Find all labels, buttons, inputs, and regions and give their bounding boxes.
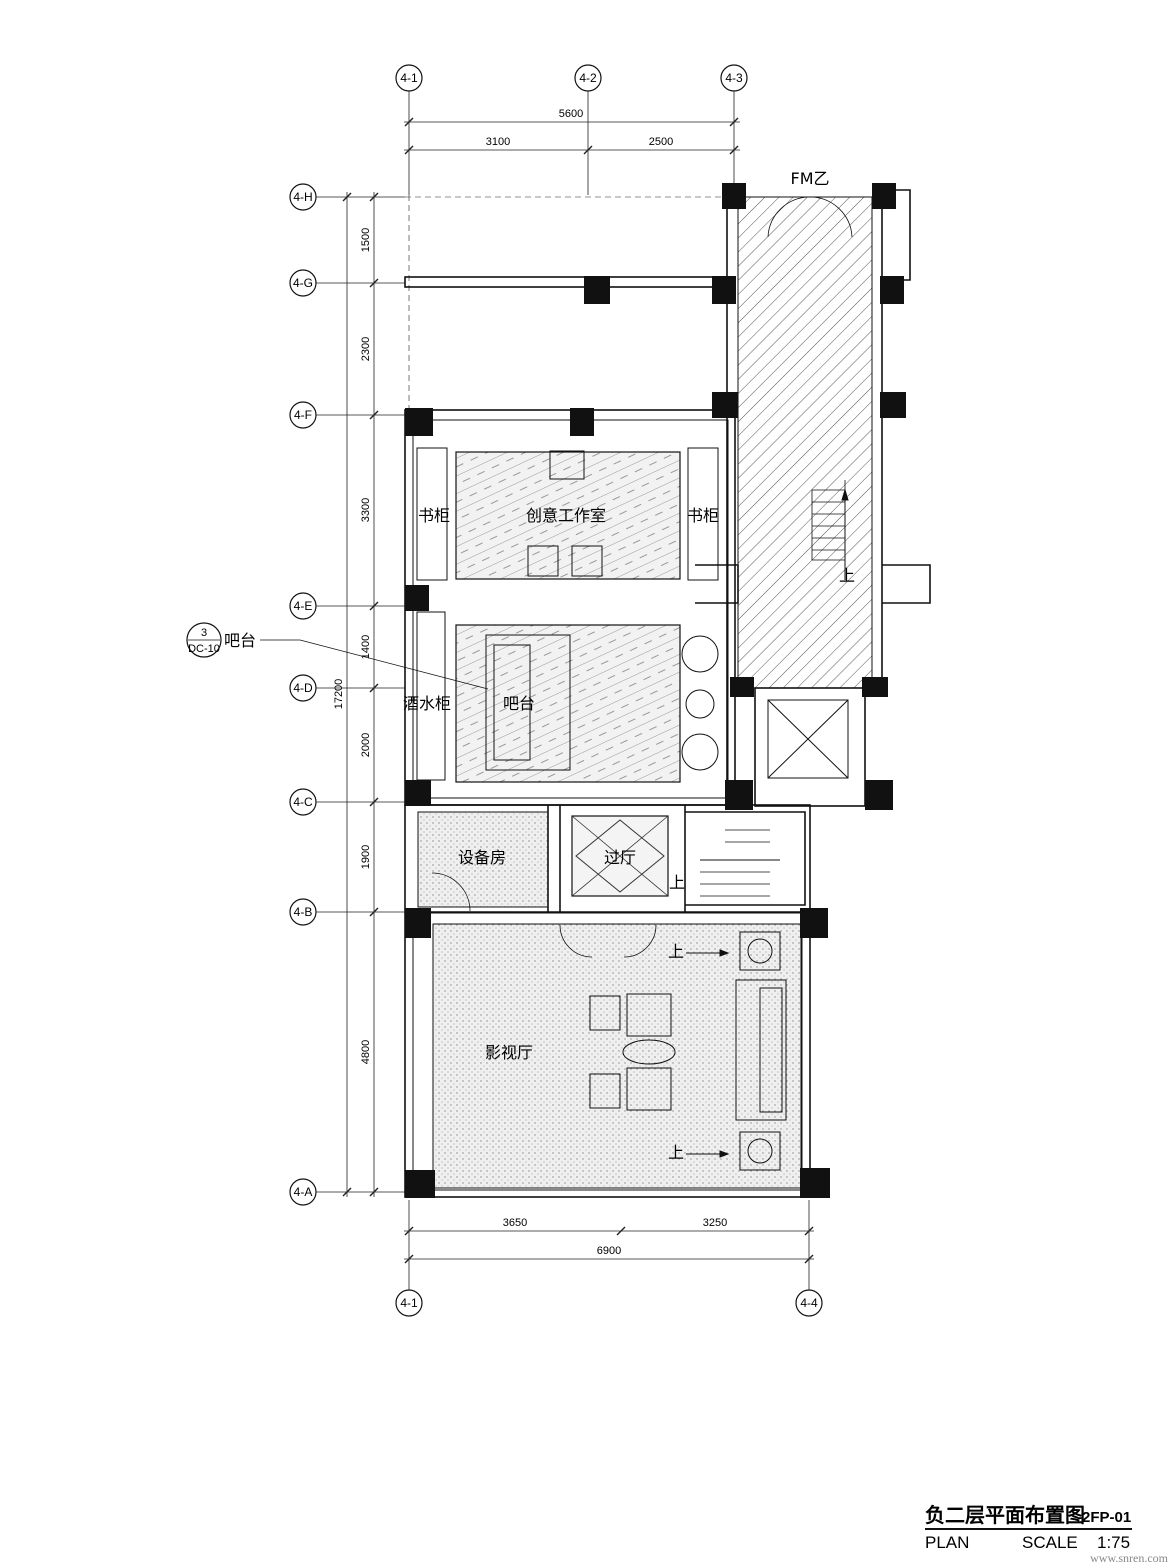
axis-bubble-4-B: 4-B xyxy=(289,898,317,926)
axis-label: 4-H xyxy=(293,190,312,204)
stair-up-label-1: 上 xyxy=(839,566,855,585)
axis-bubble-4-1-bottom: 4-1 xyxy=(395,1289,423,1317)
dim-left-part-6: 1900 xyxy=(360,845,372,869)
plan-word: PLAN xyxy=(925,1533,969,1552)
scale-label: SCALE xyxy=(1022,1533,1078,1552)
dim-left-part-7: 4800 xyxy=(360,1040,372,1064)
columns xyxy=(405,183,906,1198)
drawing-code: -2FP-01 xyxy=(1077,1509,1131,1526)
axis-label: 4-3 xyxy=(725,71,743,85)
callout-label: 吧台 xyxy=(224,631,256,650)
axis-label: 4-G xyxy=(293,276,313,290)
dim-bottom-part-2: 3250 xyxy=(703,1217,727,1229)
bar-floor xyxy=(455,624,681,783)
axis-label: 4-B xyxy=(294,905,313,919)
stair-corridor-hatch xyxy=(737,196,873,689)
detail-callout: 3 DC-10 吧台 xyxy=(186,622,489,690)
left-dimensions xyxy=(342,192,379,1197)
top-dimensions xyxy=(404,117,740,155)
title-block: 负二层平面布置图 -2FP-01 PLAN SCALE 1:75 www.snr… xyxy=(925,1503,1169,1565)
axis-label: 4-F xyxy=(294,408,312,422)
axis-bubble-4-A: 4-A xyxy=(289,1178,317,1206)
dim-top-part-2: 2500 xyxy=(649,136,673,148)
bar-label: 吧台 xyxy=(503,694,535,713)
arrow-icons xyxy=(686,488,849,1158)
axis-bubble-4-3-top: 4-3 xyxy=(720,64,748,92)
dim-left-part-4: 1400 xyxy=(360,635,372,659)
dim-left-part-2: 2300 xyxy=(360,337,372,361)
dim-bottom-total: 6900 xyxy=(597,1245,621,1257)
axis-label: 4-C xyxy=(293,795,313,809)
studio-label: 创意工作室 xyxy=(526,506,606,525)
dim-top-part-1: 3100 xyxy=(486,136,510,148)
watermark-text: www.snren.com xyxy=(1090,1551,1169,1565)
equipment-floor xyxy=(417,811,549,908)
equipment-room-label: 设备房 xyxy=(458,848,506,867)
dim-left-total: 17200 xyxy=(333,679,345,710)
axis-label: 4-D xyxy=(293,681,313,695)
bottom-dimensions xyxy=(404,1226,814,1264)
axis-bubble-4-G: 4-G xyxy=(289,269,317,297)
axis-bubble-4-D: 4-D xyxy=(289,674,317,702)
bookcase-left-label: 书柜 xyxy=(418,506,450,525)
axis-bubble-4-2-top: 4-2 xyxy=(574,64,602,92)
drawing-title: 负二层平面布置图 xyxy=(925,1503,1085,1527)
callout-sheet: DC-10 xyxy=(188,643,220,655)
wine-cabinet-label: 酒水柜 xyxy=(403,694,451,713)
callout-number: 3 xyxy=(201,627,207,639)
axis-bubble-4-4-bottom: 4-4 xyxy=(795,1289,823,1317)
axis-label: 4-2 xyxy=(579,71,597,85)
axis-label: 4-1 xyxy=(400,71,418,85)
stair-up-label-3: 上 xyxy=(668,942,684,961)
stair-up-label-2: 上 xyxy=(669,873,685,892)
dim-left-part-1: 1500 xyxy=(360,228,372,252)
studio-floor xyxy=(455,451,681,580)
bookcase-right-label: 书柜 xyxy=(687,506,719,525)
theater-label: 影视厅 xyxy=(485,1043,533,1062)
axis-bubble-4-F: 4-F xyxy=(289,401,317,429)
axis-bubble-4-C: 4-C xyxy=(289,788,317,816)
hall-label: 过厅 xyxy=(604,848,636,867)
dim-left-part-3: 3300 xyxy=(360,498,372,522)
axis-grid-lines xyxy=(316,91,810,1290)
door-fm-label: FM乙 xyxy=(790,169,829,188)
axis-label: 4-4 xyxy=(800,1296,818,1310)
scale-value: 1:75 xyxy=(1097,1533,1130,1552)
left-axis-bubbles: 4-H 4-G 4-F 4-E 4-D 4-C 4-B 4-A xyxy=(289,183,317,1206)
dim-left-part-5: 2000 xyxy=(360,733,372,757)
top-axis-bubbles: 4-1 4-2 4-3 xyxy=(395,64,748,92)
axis-label: 4-A xyxy=(294,1185,313,1199)
stair-up-label-4: 上 xyxy=(668,1143,684,1162)
axis-bubble-4-H: 4-H xyxy=(289,183,317,211)
axis-label: 4-E xyxy=(294,599,313,613)
dim-top-total: 5600 xyxy=(559,108,583,120)
dim-bottom-part-1: 3650 xyxy=(503,1217,527,1229)
axis-label: 4-1 xyxy=(400,1296,418,1310)
bottom-axis-bubbles: 4-1 4-4 xyxy=(395,1289,823,1317)
axis-bubble-4-E: 4-E xyxy=(289,592,317,620)
axis-bubble-4-1-top: 4-1 xyxy=(395,64,423,92)
